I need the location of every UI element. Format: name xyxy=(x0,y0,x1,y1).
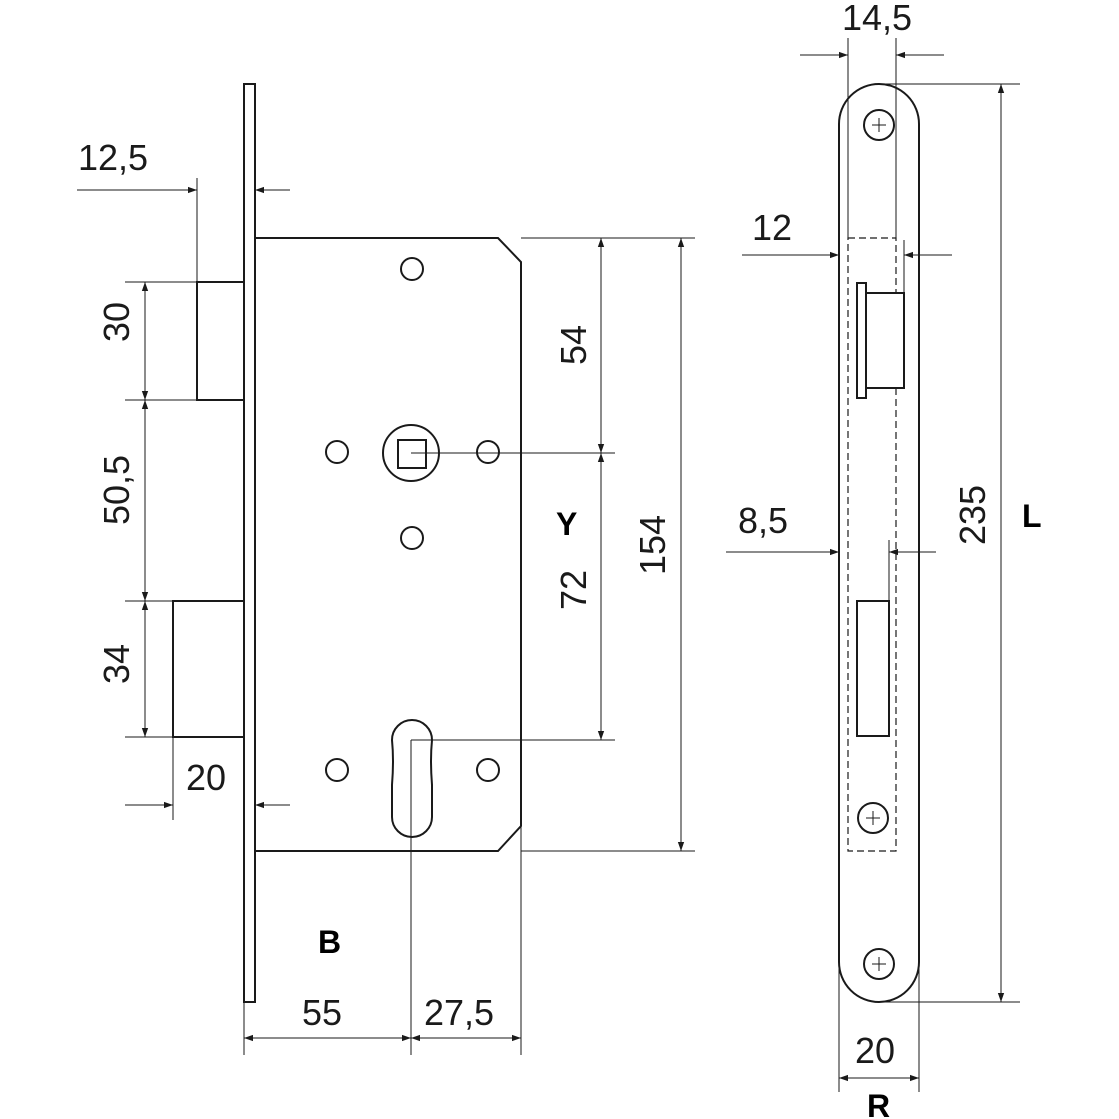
dim-bolt-width: 8,5 xyxy=(738,500,788,541)
bolt-slot xyxy=(856,600,890,737)
dim-faceplate-thickness: 12,5 xyxy=(78,137,148,178)
side-dimensions xyxy=(726,38,1020,1092)
deadbolt xyxy=(172,600,245,738)
screw-hole xyxy=(400,526,424,550)
screw-hole xyxy=(476,440,500,464)
dim-faceplate-length: 235 xyxy=(952,485,993,545)
label-backset: B xyxy=(318,924,341,960)
latch-flange xyxy=(856,282,867,399)
dim-latch-height: 30 xyxy=(96,302,137,342)
latch-tongue xyxy=(865,292,905,389)
faceplate-side xyxy=(243,83,256,1003)
screw-hole xyxy=(476,758,500,782)
label-radius: R xyxy=(867,1088,890,1119)
dim-spindle-from-top: 54 xyxy=(553,325,594,365)
dim-faceplate-width: 14,5 xyxy=(842,0,912,38)
dim-center-distance: 72 xyxy=(553,570,594,610)
screw-icon xyxy=(863,948,895,980)
spindle-square xyxy=(397,439,427,469)
dim-cylinder-offset: 27,5 xyxy=(424,992,494,1033)
screw-hole xyxy=(325,440,349,464)
faceplate xyxy=(838,83,920,1003)
case-hidden-outline xyxy=(847,237,897,852)
side-dimension-texts: 14,5 12 8,5 235 20 L R xyxy=(738,0,1042,1119)
screw-hole xyxy=(400,257,424,281)
screw-icon xyxy=(863,109,895,141)
screw-icon xyxy=(857,802,889,834)
front-dimension-texts: 12,5 30 50,5 34 20 54 72 154 55 27,5 B Y xyxy=(78,137,673,1033)
label-center-distance: Y xyxy=(556,506,577,542)
front-dimensions xyxy=(77,178,695,1055)
cylinder-cutout xyxy=(390,719,434,838)
lock-case xyxy=(255,237,522,852)
dim-latch-to-bolt: 50,5 xyxy=(96,455,137,525)
dim-bolt-projection: 20 xyxy=(186,757,226,798)
latch xyxy=(196,281,245,401)
front-view xyxy=(172,83,522,1003)
dim-latch-width: 12 xyxy=(752,207,792,248)
dim-bolt-height: 34 xyxy=(96,644,137,684)
dim-backset: 55 xyxy=(302,992,342,1033)
dim-faceplate-width-bottom: 20 xyxy=(855,1030,895,1071)
screw-hole xyxy=(325,758,349,782)
side-view xyxy=(838,83,920,1003)
label-length: L xyxy=(1022,498,1042,534)
dim-case-height: 154 xyxy=(632,515,673,575)
